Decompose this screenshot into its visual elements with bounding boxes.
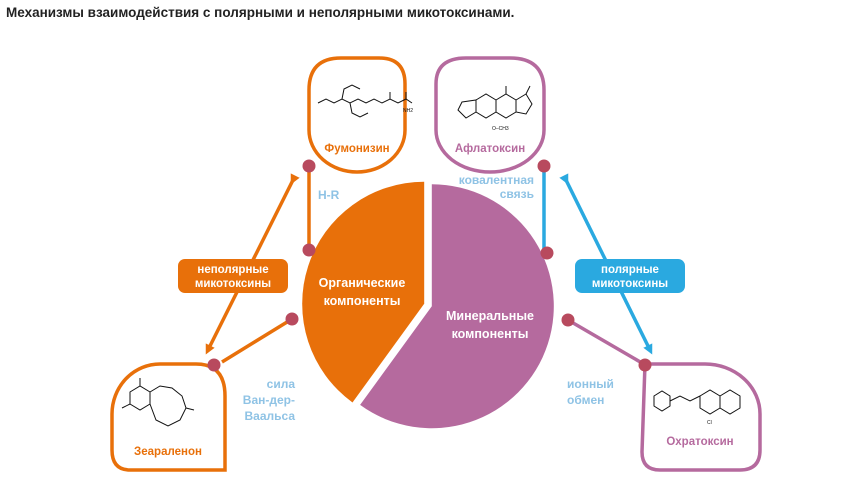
- svg-text:обмен: обмен: [567, 393, 604, 407]
- dot-ochratoxin-pie: [561, 313, 575, 327]
- dot-zearalenone-pie: [285, 312, 299, 326]
- ochratoxin-structure-icon: Cl: [653, 389, 741, 426]
- dot-aflatoxin-pie: [540, 246, 554, 260]
- bond-covalent: ковалентная связь: [459, 173, 534, 201]
- svg-text:сила: сила: [267, 377, 296, 391]
- dot-zearalenone: [207, 358, 221, 372]
- zearalenone-connector: [221, 317, 293, 364]
- nonpolar-badge-line2: микотоксины: [195, 278, 271, 290]
- connection-dots: [207, 159, 652, 372]
- svg-text:ковалентная: ковалентная: [459, 173, 534, 187]
- aflatoxin-name: Афлатоксин: [455, 143, 525, 155]
- svg-text:Cl: Cl: [707, 420, 712, 426]
- aflatoxin-structure-icon: O–CH3: [457, 85, 533, 132]
- fumonisin-structure-icon: NH2: [317, 84, 413, 118]
- dot-aflatoxin: [537, 159, 551, 173]
- pie-slice-mineral: [360, 184, 554, 429]
- figure-title: Механизмы взаимодействия с полярными и н…: [6, 5, 515, 20]
- polar-badge-line1: полярные: [601, 264, 659, 276]
- fumonisin-name: Фумонизин: [324, 143, 389, 155]
- pie-label-organic-2: компоненты: [324, 294, 401, 308]
- ochratoxin-connector: [567, 318, 643, 365]
- svg-text:ионный: ионный: [567, 377, 614, 391]
- pie-label-organic-1: Органические: [319, 276, 406, 290]
- svg-text:связь: связь: [500, 187, 534, 201]
- nonpolar-badge: неполярные микотоксины: [178, 259, 288, 293]
- dot-fumonisin-pie: [302, 243, 316, 257]
- bond-ionic: ионный обмен: [567, 377, 614, 407]
- pie-label-mineral-1: Минеральные: [446, 309, 534, 323]
- bond-vdw: сила Ван-дер- Ваальса: [243, 377, 296, 423]
- svg-text:Ван-дер-: Ван-дер-: [243, 393, 295, 407]
- pie-label-mineral-2: компоненты: [452, 327, 529, 341]
- zearalenone-structure-icon: [121, 378, 195, 427]
- svg-text:Ваальса: Ваальса: [244, 409, 295, 423]
- zearalenone-name: Зеараленон: [134, 446, 202, 458]
- polar-badge-line2: микотоксины: [592, 278, 668, 290]
- ochratoxin-name: Охратоксин: [666, 436, 733, 448]
- zearalenone-frame: [110, 362, 227, 472]
- nonpolar-badge-line1: неполярные: [197, 264, 268, 276]
- svg-text:NH2: NH2: [403, 108, 413, 114]
- dot-ochratoxin: [638, 358, 652, 372]
- polar-badge: полярные микотоксины: [575, 259, 685, 293]
- components-pie: ОрганическиекомпонентыМинеральныекомпоне…: [302, 181, 554, 429]
- aflatoxin-frame: [434, 56, 546, 174]
- dot-fumonisin: [302, 159, 316, 173]
- pie-slice-organic: [302, 181, 425, 403]
- bond-hr: H-R: [318, 188, 340, 202]
- ochratoxin-frame: [640, 362, 762, 472]
- svg-text:O–CH3: O–CH3: [492, 126, 509, 132]
